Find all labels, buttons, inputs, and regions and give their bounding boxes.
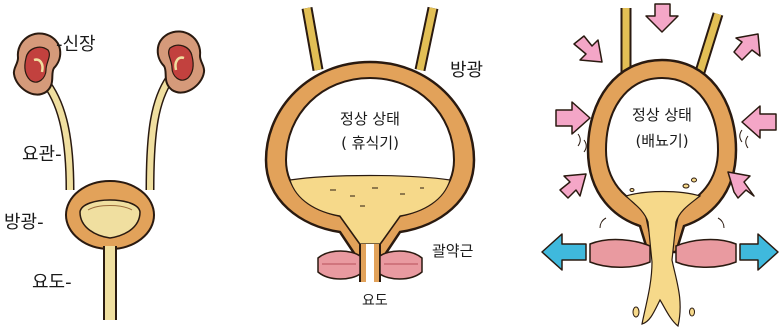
relax-arrow-right: [739, 233, 779, 271]
label-resting-state-line1: 정상 상태: [340, 110, 400, 128]
label-urethra-small: 요도-: [32, 272, 72, 293]
label-voiding-state-line1: 정상 상태: [632, 106, 692, 124]
sphincter-muscle-relaxed: [589, 238, 737, 268]
label-urethra: 요도: [362, 293, 388, 309]
pressure-arrows: [555, 3, 777, 199]
label-voiding-state-line2: (배뇨기): [635, 132, 689, 150]
label-resting-state-line2: ( 휴식기): [341, 134, 399, 152]
pressure-arrow-bottom-left: [559, 173, 587, 199]
right-kidney: [156, 30, 206, 94]
relax-arrow-left: [541, 233, 587, 271]
pressure-arrow-right: [741, 105, 777, 139]
label-kidney: -신장: [56, 34, 96, 55]
bladder-small: [65, 180, 155, 250]
pressure-arrow-top-right: [733, 33, 761, 61]
bladder-resting-illustration: [264, 6, 476, 282]
urethra-small: [103, 246, 117, 320]
relax-arrows: [541, 233, 779, 271]
urine-resting: [289, 174, 451, 245]
pressure-arrow-top-left: [573, 35, 603, 63]
left-kidney: [12, 32, 62, 96]
label-bladder-small: 방광-: [4, 212, 44, 233]
pressure-arrow-top: [645, 3, 679, 33]
label-ureter: 요관-: [22, 144, 62, 165]
urinary-tract-illustration: [12, 30, 206, 320]
label-bladder: 방광: [450, 60, 484, 81]
label-sphincter: 괄약근: [432, 242, 474, 260]
urine-stream: [624, 190, 702, 328]
pressure-arrow-bottom-right: [727, 171, 755, 199]
pressure-arrow-left: [555, 101, 591, 135]
bladder-voiding-illustration: [541, 3, 779, 328]
sphincter-muscle-resting: [317, 250, 423, 280]
